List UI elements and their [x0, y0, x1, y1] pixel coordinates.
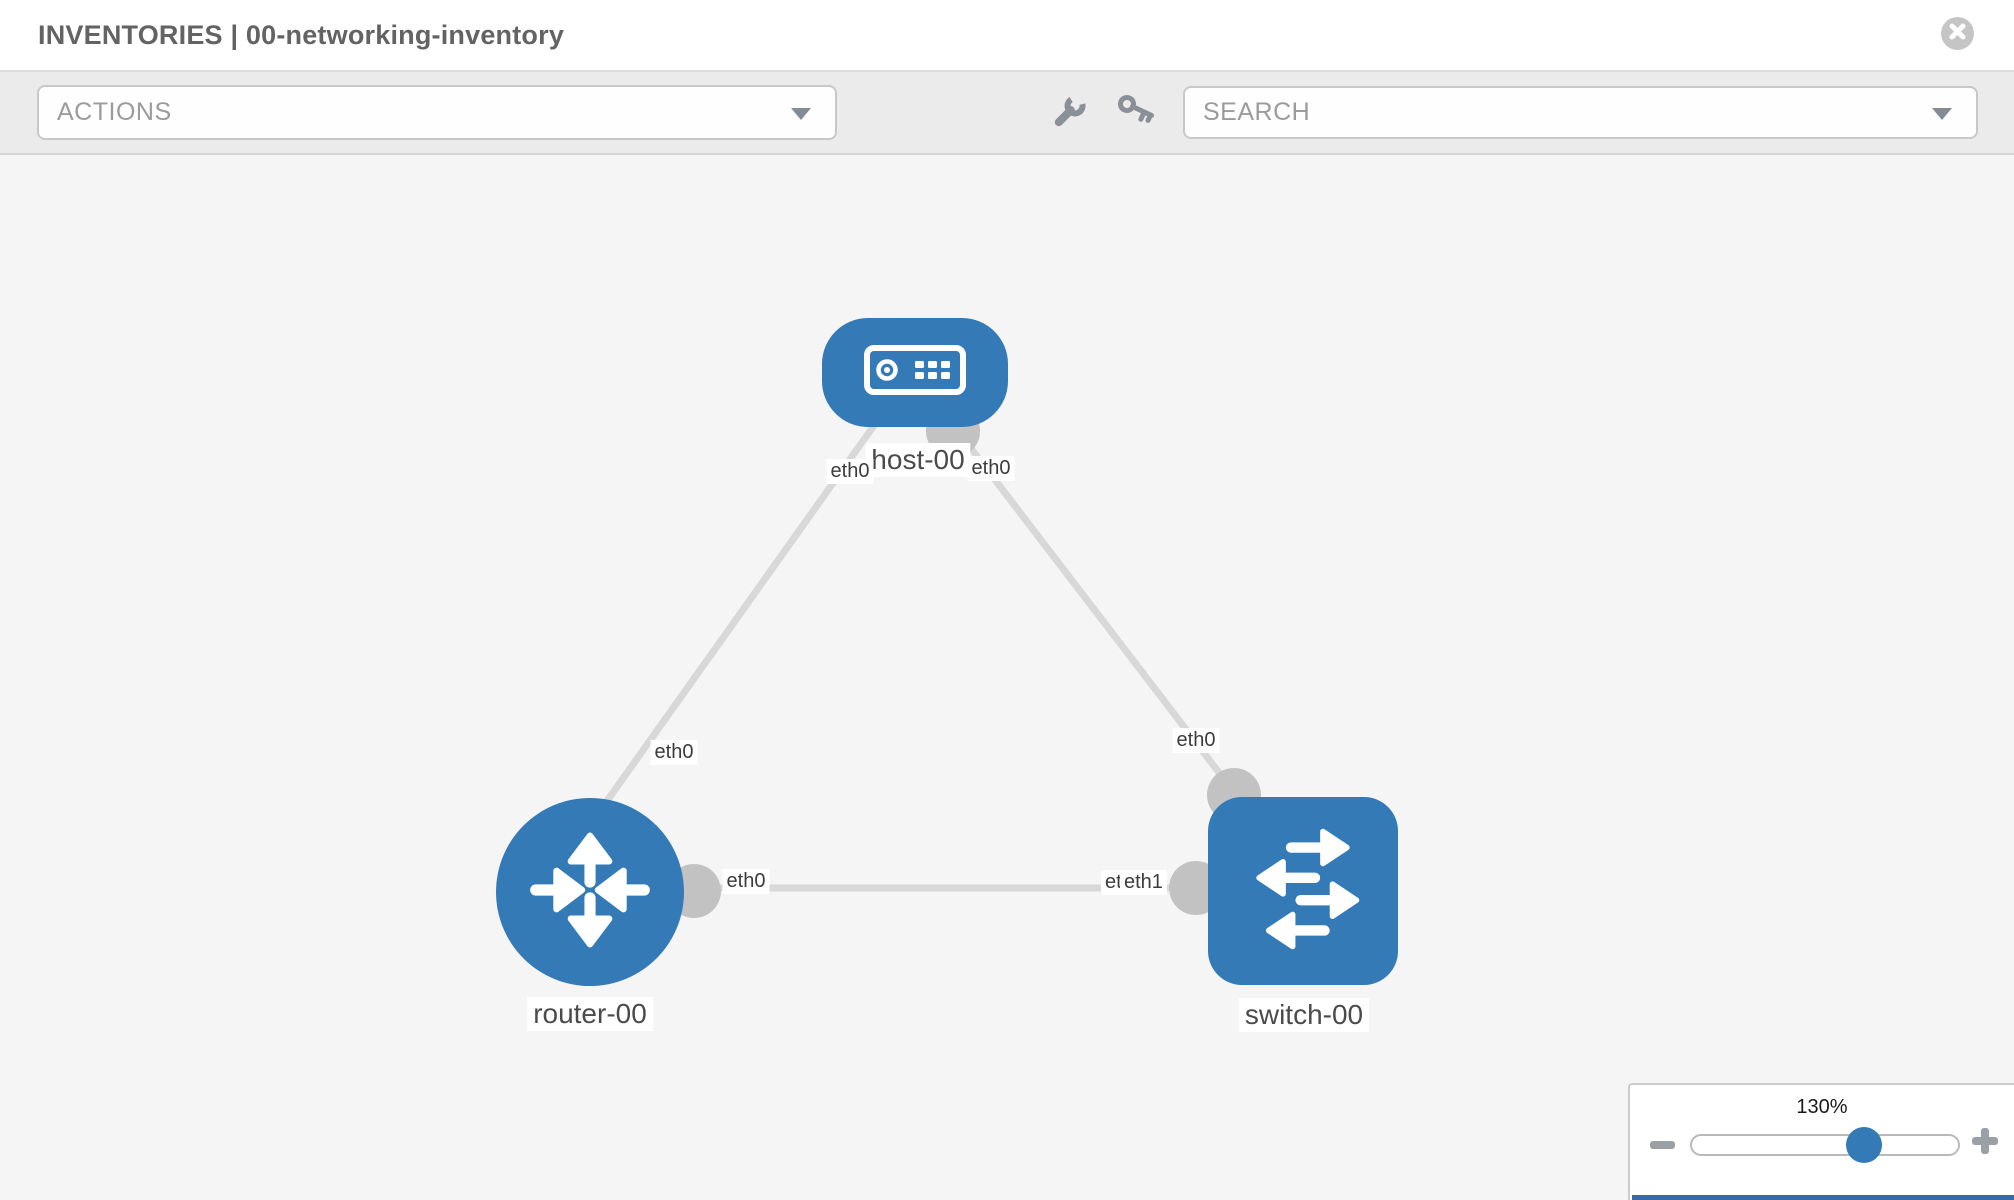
- actions-dropdown-label: ACTIONS: [57, 98, 172, 126]
- actions-dropdown[interactable]: ACTIONS: [37, 85, 837, 140]
- plus-icon: [1971, 1128, 1999, 1159]
- interface-label-router-to-host: eth0: [650, 740, 698, 765]
- zoom-value: 130%: [1796, 1096, 1848, 1118]
- zoom-slider-handle[interactable]: [1846, 1127, 1882, 1163]
- zoom-panel: 130%: [1628, 1083, 2014, 1200]
- interface-label-switch-to-router: eth1: [1120, 870, 1167, 895]
- search-dropdown[interactable]: SEARCH: [1183, 86, 1978, 139]
- key-icon: [1117, 92, 1159, 139]
- node-host-00[interactable]: [822, 318, 1008, 427]
- node-label-router-00: router-00: [527, 997, 653, 1031]
- wrench-button[interactable]: [1047, 94, 1089, 136]
- router-arrows-icon: [515, 815, 665, 970]
- topology-canvas[interactable]: host-00 router-00 switch-00 eth0 eth0 et…: [0, 155, 2014, 1200]
- node-label-host-00: host-00: [865, 443, 971, 477]
- wrench-icon: [1048, 93, 1088, 138]
- chevron-down-icon: [1932, 107, 1952, 120]
- minus-icon: [1650, 1137, 1676, 1155]
- search-dropdown-label: SEARCH: [1203, 98, 1311, 126]
- interface-label-router-to-switch: eth0: [722, 869, 770, 894]
- close-icon: [1948, 22, 1967, 46]
- chevron-down-icon: [791, 107, 811, 120]
- toolbar: ACTIONS SEARCH: [0, 72, 2014, 155]
- interface-label-switch-to-host: eth0: [1172, 728, 1220, 753]
- zoom-in-button[interactable]: [1971, 1127, 1999, 1155]
- zoom-out-button[interactable]: [1650, 1135, 1678, 1157]
- topology-links-layer: [594, 404, 1261, 918]
- node-label-switch-00: switch-00: [1238, 998, 1370, 1032]
- node-router-00[interactable]: [496, 798, 684, 986]
- interface-label-host-to-router: eth0: [826, 459, 874, 484]
- node-switch-00[interactable]: [1208, 797, 1398, 985]
- switch-arrows-icon: [1227, 814, 1379, 969]
- page-title: INVENTORIES | 00-networking-inventory: [38, 20, 565, 50]
- zoom-slider-track[interactable]: [1690, 1134, 1960, 1156]
- interface-label-host-to-switch: eth0: [967, 456, 1015, 481]
- bottom-accent-bar: [1632, 1195, 2014, 1200]
- key-button[interactable]: [1117, 94, 1159, 136]
- server-icon: [863, 344, 967, 401]
- page-header: INVENTORIES | 00-networking-inventory: [0, 0, 2014, 72]
- close-button[interactable]: [1941, 17, 1974, 50]
